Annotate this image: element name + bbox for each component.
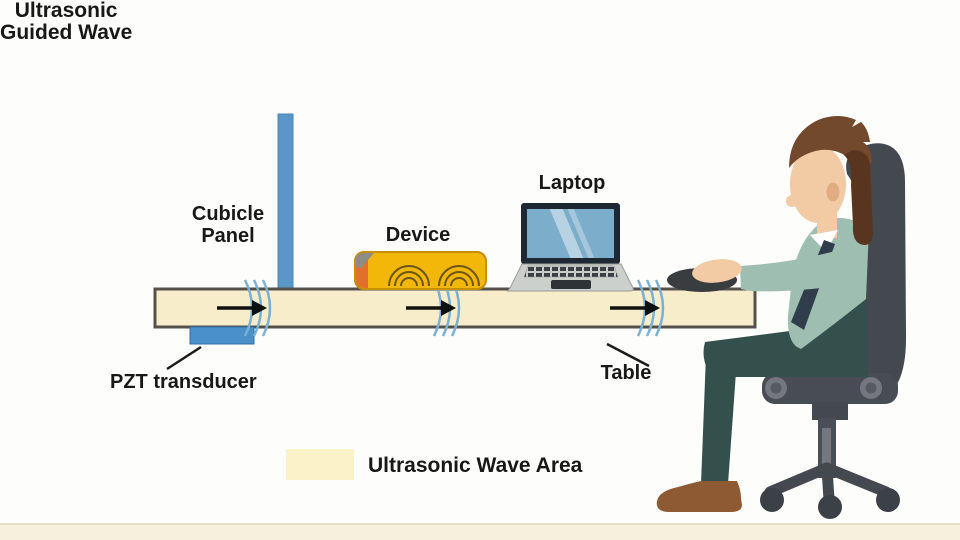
floor (0, 523, 960, 540)
person (656, 116, 873, 512)
laptop (506, 203, 634, 292)
person-head (786, 116, 873, 245)
pzt-pointer-line (166, 345, 202, 371)
laptop-trackpad (551, 280, 591, 289)
ear (826, 182, 840, 202)
face (790, 145, 846, 223)
device (354, 251, 487, 290)
person-hand (692, 259, 742, 283)
device-wave-arcs-icon (388, 265, 480, 287)
person-arm (740, 247, 857, 292)
screen-reflection (549, 209, 595, 258)
ultrasonic-guided-wave-label: Ultrasonic Guided Wave (0, 0, 133, 44)
hair (789, 116, 872, 186)
chair-mechanism (812, 402, 848, 420)
chair-wheels (760, 488, 900, 519)
laptop-screen (527, 209, 614, 258)
device-corner (356, 253, 374, 268)
person-shoe (656, 481, 742, 512)
legend-label: Ultrasonic Wave Area (368, 454, 583, 477)
ultrasonic-wave-icon (217, 279, 272, 337)
nose (786, 195, 798, 207)
cubicle-panel (277, 113, 294, 292)
table-pointer-line (606, 342, 650, 368)
chair-base-legs (764, 462, 892, 506)
pzt-transducer-label: PZT transducer (110, 371, 257, 393)
table-label: Table (600, 362, 652, 384)
device-label: Device (385, 224, 451, 246)
legend-swatch (286, 449, 354, 480)
cubicle-panel-label: Cubicle Panel (191, 203, 265, 247)
hair-back (844, 150, 873, 245)
laptop-label: Laptop (538, 172, 606, 194)
person-lower-leg (701, 355, 737, 484)
laptop-keyboard (523, 265, 619, 278)
ultrasonic-wave-icon (610, 279, 665, 337)
